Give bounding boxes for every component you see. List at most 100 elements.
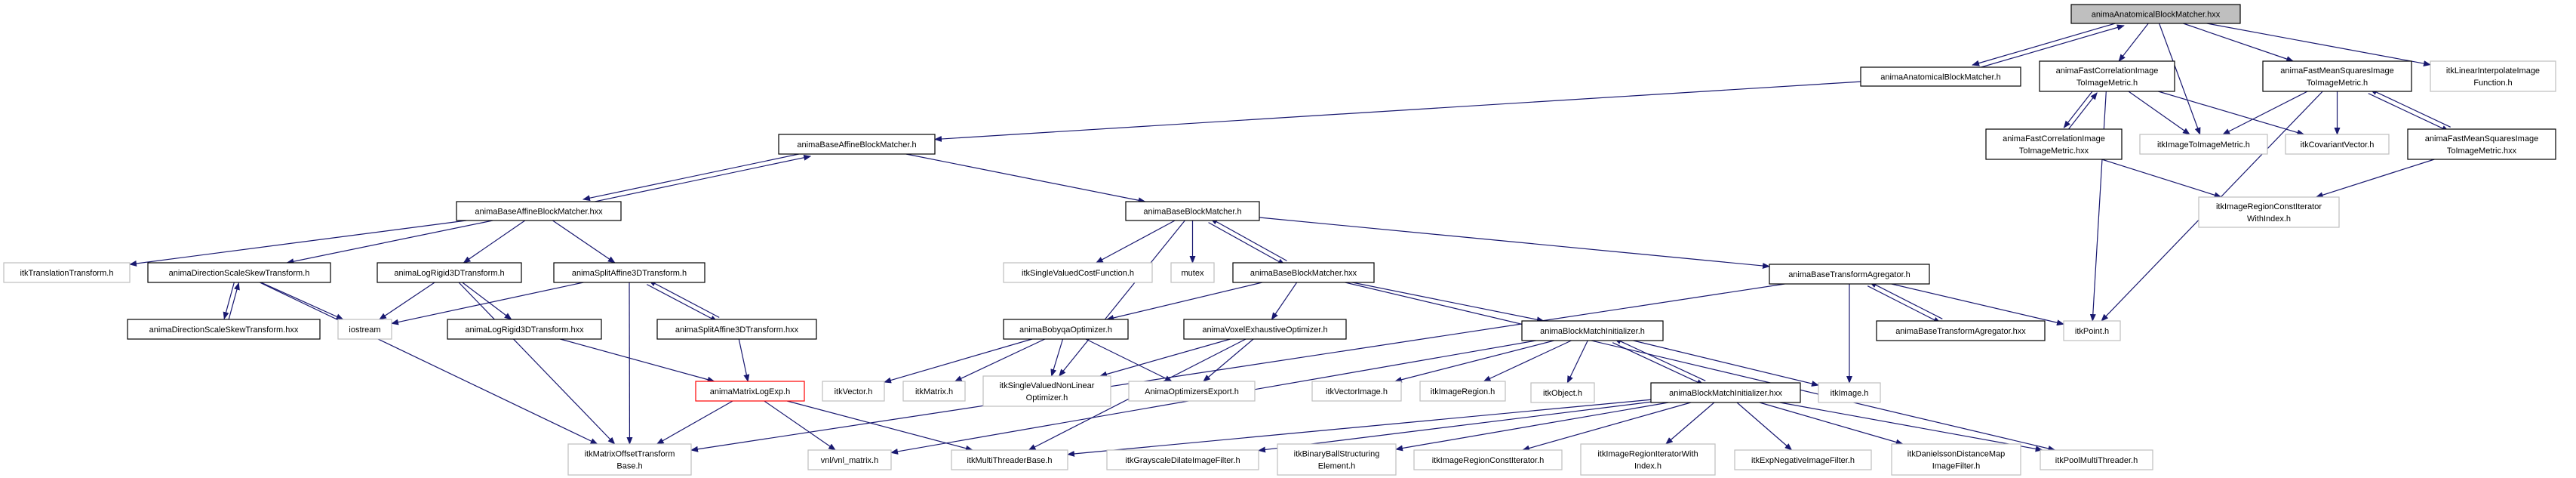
- node-box[interactable]: [1876, 320, 2046, 341]
- node-bbm_h[interactable]: animaBaseBlockMatcher.h: [1125, 201, 1260, 221]
- node-bbm_hxx[interactable]: animaBaseBlockMatcher.hxx: [1232, 262, 1375, 283]
- node-box[interactable]: [456, 201, 622, 221]
- node-vec[interactable]: itkVector.h: [822, 381, 885, 402]
- node-box[interactable]: [1183, 319, 1347, 340]
- node-box[interactable]: [1860, 66, 2021, 87]
- node-dss_hxx[interactable]: animaDirectionScaleSkewTransform.hxx: [127, 319, 321, 340]
- node-gdil[interactable]: itkGrayscaleDilateImageFilter.h: [1106, 449, 1259, 470]
- node-box[interactable]: [567, 443, 692, 476]
- node-box[interactable]: [695, 381, 805, 402]
- node-box[interactable]: [951, 449, 1068, 470]
- node-vecimg[interactable]: itkVectorImage.h: [1311, 381, 1402, 402]
- node-box[interactable]: [2407, 128, 2556, 160]
- node-iostream[interactable]: iostream: [337, 319, 392, 340]
- node-box[interactable]: [1419, 381, 1506, 402]
- node-mutex[interactable]: mutex: [1170, 262, 1215, 283]
- node-trans[interactable]: itkTranslationTransform.h: [3, 262, 131, 283]
- node-box[interactable]: [1125, 201, 1260, 221]
- node-ba_h[interactable]: animaBaseAffineBlockMatcher.h: [778, 134, 936, 155]
- node-box[interactable]: [1769, 264, 1930, 285]
- node-box[interactable]: [807, 449, 892, 470]
- node-point[interactable]: itkPoint.h: [2063, 320, 2121, 341]
- node-box[interactable]: [1530, 382, 1595, 403]
- node-box[interactable]: [147, 262, 331, 283]
- node-box[interactable]: [656, 319, 817, 340]
- node-box[interactable]: [1413, 449, 1563, 470]
- node-box[interactable]: [2063, 320, 2121, 341]
- node-root[interactable]: animaAnatomicalBlockMatcher.hxx: [2070, 4, 2241, 24]
- node-mle[interactable]: animaMatrixLogExp.h: [695, 381, 805, 402]
- node-box[interactable]: [902, 381, 966, 402]
- node-box[interactable]: [1311, 381, 1402, 402]
- node-box[interactable]: [1170, 262, 1215, 283]
- node-box[interactable]: [982, 375, 1111, 407]
- node-box[interactable]: [447, 319, 602, 340]
- node-box[interactable]: [778, 134, 936, 155]
- node-box[interactable]: [1128, 381, 1256, 402]
- node-box[interactable]: [377, 262, 522, 283]
- node-dss_h[interactable]: animaDirectionScaleSkewTransform.h: [147, 262, 331, 283]
- node-mat[interactable]: itkMatrix.h: [902, 381, 966, 402]
- node-box[interactable]: [2285, 134, 2390, 155]
- node-bta_hxx[interactable]: animaBaseTransformAgregator.hxx: [1876, 320, 2046, 341]
- node-anat_h[interactable]: animaAnatomicalBlockMatcher.h: [1860, 66, 2021, 87]
- node-sa_hxx[interactable]: animaSplitAffine3DTransform.hxx: [656, 319, 817, 340]
- node-box[interactable]: [1232, 262, 1375, 283]
- node-covvec[interactable]: itkCovariantVector.h: [2285, 134, 2390, 155]
- node-box[interactable]: [1003, 319, 1129, 340]
- node-box[interactable]: [1985, 128, 2123, 160]
- node-bmi_hxx[interactable]: animaBlockMatchInitializer.hxx: [1650, 382, 1801, 403]
- node-itkobj[interactable]: itkObject.h: [1530, 382, 1595, 403]
- node-box[interactable]: [1891, 443, 2021, 476]
- node-box[interactable]: [1106, 449, 1259, 470]
- node-box[interactable]: [1734, 449, 1872, 470]
- node-box[interactable]: [1521, 320, 1664, 341]
- node-box[interactable]: [2040, 449, 2153, 470]
- node-lr_h[interactable]: animaLogRigid3DTransform.h: [377, 262, 522, 283]
- node-ircit[interactable]: itkImageRegionConstIterator.h: [1413, 449, 1563, 470]
- node-box[interactable]: [822, 381, 885, 402]
- node-lr_hxx[interactable]: animaLogRigid3DTransform.hxx: [447, 319, 602, 340]
- node-svcf[interactable]: itkSingleValuedCostFunction.h: [1003, 262, 1153, 283]
- node-box[interactable]: [1003, 262, 1153, 283]
- node-box[interactable]: [2430, 60, 2556, 92]
- node-i2i[interactable]: itkImageToImageMetric.h: [2139, 134, 2268, 155]
- node-boby[interactable]: animaBobyqaOptimizer.h: [1003, 319, 1129, 340]
- node-box[interactable]: [553, 262, 705, 283]
- node-box[interactable]: [127, 319, 321, 340]
- node-box[interactable]: [2198, 196, 2340, 228]
- node-box[interactable]: [2262, 60, 2412, 92]
- node-bta_h[interactable]: animaBaseTransformAgregator.h: [1769, 264, 1930, 285]
- node-ba_hxx[interactable]: animaBaseAffineBlockMatcher.hxx: [456, 201, 622, 221]
- node-sa_h[interactable]: animaSplitAffine3DTransform.h: [553, 262, 705, 283]
- node-box[interactable]: [1818, 382, 1881, 403]
- node-pool[interactable]: itkPoolMultiThreader.h: [2040, 449, 2153, 470]
- node-box[interactable]: [1277, 443, 1397, 476]
- node-fms_hxx[interactable]: animaFastMeanSquaresImageToImageMetric.h…: [2407, 128, 2556, 160]
- node-box[interactable]: [2039, 60, 2175, 92]
- node-expneg[interactable]: itkExpNegativeImageFilter.h: [1734, 449, 1872, 470]
- node-mtb[interactable]: itkMultiThreaderBase.h: [951, 449, 1068, 470]
- node-vnl[interactable]: vnl/vnl_matrix.h: [807, 449, 892, 470]
- node-voxel[interactable]: animaVoxelExhaustiveOptimizer.h: [1183, 319, 1347, 340]
- node-imgreg[interactable]: itkImageRegion.h: [1419, 381, 1506, 402]
- node-fc_hxx[interactable]: animaFastCorrelationImageToImageMetric.h…: [1985, 128, 2123, 160]
- node-box[interactable]: [2139, 134, 2268, 155]
- node-box[interactable]: [337, 319, 392, 340]
- node-box[interactable]: [1650, 382, 1801, 403]
- node-itkimg[interactable]: itkImage.h: [1818, 382, 1881, 403]
- node-box[interactable]: [2070, 4, 2241, 24]
- node-box[interactable]: [1580, 443, 1716, 476]
- node-bmi_h[interactable]: animaBlockMatchInitializer.h: [1521, 320, 1664, 341]
- node-optexp[interactable]: AnimaOptimizersExport.h: [1128, 381, 1256, 402]
- node-box[interactable]: [3, 262, 131, 283]
